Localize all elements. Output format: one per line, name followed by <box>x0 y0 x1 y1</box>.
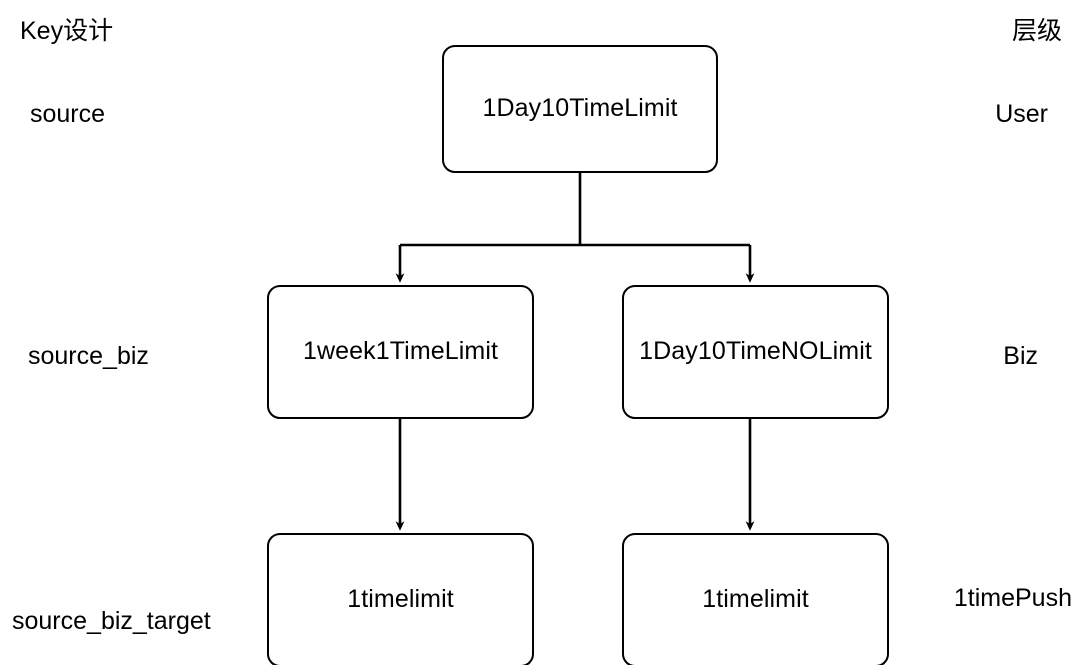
node-label: 1timelimit <box>702 585 809 614</box>
node-1timelimit-left[interactable]: 1timelimit <box>267 533 534 665</box>
node-label: 1Day10TimeNOLimit <box>639 337 872 366</box>
row-key-label-source-biz: source_biz <box>28 342 149 370</box>
node-1timelimit-right[interactable]: 1timelimit <box>622 533 889 665</box>
node-1day10timenolimit[interactable]: 1Day10TimeNOLimit <box>622 285 889 419</box>
node-1day10timelimit[interactable]: 1Day10TimeLimit <box>442 45 718 173</box>
row-level-label-1timepush: 1timePush <box>953 584 1072 612</box>
row-key-label-source: source <box>30 100 106 128</box>
row-level-label-biz: Biz <box>1003 342 1038 370</box>
row-level-label-user: User <box>995 100 1048 128</box>
node-1week1timelimit[interactable]: 1week1TimeLimit <box>267 285 534 419</box>
node-label: 1timelimit <box>347 585 454 614</box>
node-label: 1week1TimeLimit <box>302 337 499 366</box>
row-key-label-source-biz-target: source_biz_target <box>12 607 211 635</box>
node-label: 1Day10TimeLimit <box>482 94 678 123</box>
column-header-hierarchy: 层级 <box>1011 17 1062 45</box>
column-header-key-design: Key设计 <box>20 17 114 45</box>
